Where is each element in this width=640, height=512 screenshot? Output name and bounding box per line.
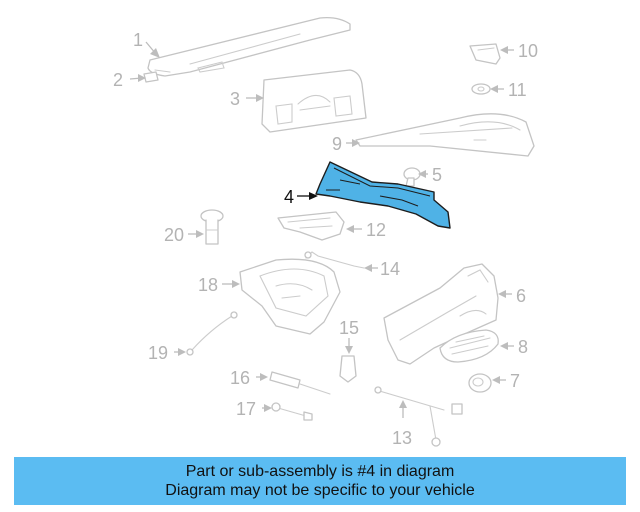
- parts-diagram: 1 2 3 9 10: [113, 16, 538, 448]
- info-banner: Part or sub-assembly is #4 in diagram Di…: [14, 457, 626, 505]
- part-7-cap: [468, 373, 492, 393]
- callout-label-8: 8: [518, 337, 528, 357]
- part-6-quarter-trim: [383, 263, 499, 365]
- callout-17: 17: [236, 399, 272, 419]
- part-19-cable: [186, 311, 238, 356]
- callout-label-15: 15: [339, 318, 359, 338]
- part-5-fastener: [403, 167, 421, 187]
- callout-14: 14: [364, 259, 400, 279]
- callout-label-10: 10: [518, 41, 538, 61]
- callout-16: 16: [230, 368, 268, 388]
- callout-2: 2: [113, 70, 146, 90]
- part-20-jack: [200, 209, 224, 245]
- callout-label-7: 7: [510, 371, 520, 391]
- part-10-bracket: [469, 43, 501, 65]
- part-4-highlighted-panel: [315, 161, 451, 229]
- part-1-rear-shelf: [147, 16, 351, 77]
- callout-label-14: 14: [380, 259, 400, 279]
- part-12-handle: [277, 211, 345, 241]
- callout-20: 20: [164, 225, 204, 245]
- callout-label-18: 18: [198, 275, 218, 295]
- callout-label-13: 13: [392, 428, 412, 448]
- callout-label-1: 1: [133, 30, 143, 50]
- callout-4: 4: [284, 187, 318, 207]
- callout-label-17: 17: [236, 399, 256, 419]
- callout-label-9: 9: [332, 134, 342, 154]
- callout-10: 10: [500, 41, 538, 61]
- callout-label-2: 2: [113, 70, 123, 90]
- callout-19: 19: [148, 343, 186, 363]
- callout-5: 5: [418, 165, 442, 185]
- callout-8: 8: [500, 337, 528, 357]
- callout-label-20: 20: [164, 225, 184, 245]
- callout-label-19: 19: [148, 343, 168, 363]
- part-9-trim-strip: [355, 113, 535, 157]
- part-2-clip: [143, 71, 159, 83]
- callout-7: 7: [492, 371, 520, 391]
- callout-12: 12: [346, 220, 386, 240]
- callout-6: 6: [498, 286, 526, 306]
- callout-11: 11: [490, 80, 527, 100]
- callout-label-16: 16: [230, 368, 250, 388]
- part-11-grommet: [471, 83, 491, 95]
- callout-18: 18: [198, 275, 240, 295]
- part-16-screwdriver: [269, 371, 331, 395]
- part-18-tire-well: [239, 258, 341, 335]
- part-13-lug-wrench: [374, 386, 463, 447]
- banner-line-2: Diagram may not be specific to your vehi…: [165, 482, 475, 499]
- part-17-wrench: [271, 402, 313, 421]
- callout-3: 3: [230, 89, 264, 109]
- callout-1: 1: [133, 30, 160, 58]
- part-8-vent-grille: [439, 329, 499, 363]
- callout-15: 15: [339, 318, 359, 354]
- callout-label-6: 6: [516, 286, 526, 306]
- part-15-clip: [339, 355, 357, 383]
- callout-13: 13: [392, 400, 412, 448]
- callout-9: 9: [332, 134, 360, 154]
- part-14-rod: [304, 251, 365, 269]
- callout-label-5: 5: [432, 165, 442, 185]
- callout-label-12: 12: [366, 220, 386, 240]
- part-3-speaker-panel: [261, 69, 367, 133]
- callout-label-4: 4: [284, 187, 294, 207]
- callout-label-11: 11: [508, 80, 527, 100]
- banner-line-1: Part or sub-assembly is #4 in diagram: [185, 463, 455, 480]
- callout-label-3: 3: [230, 89, 240, 109]
